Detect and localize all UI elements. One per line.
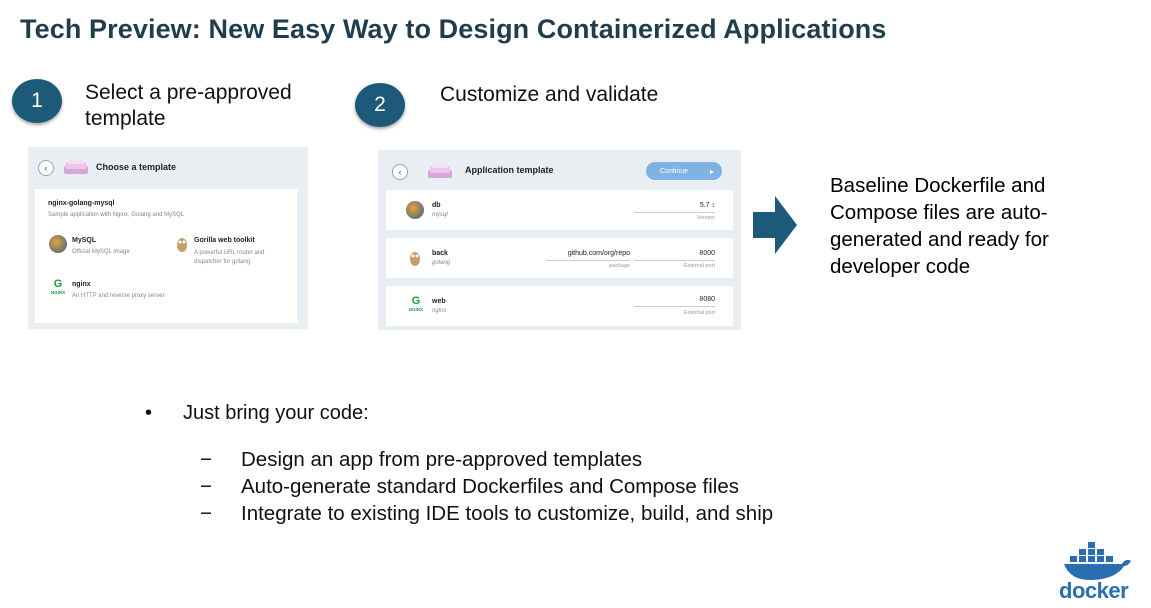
sub-bullet-text: Design an app from pre-approved template… [241, 448, 643, 471]
back-button[interactable]: ‹ [392, 164, 408, 180]
bullet-symbol: • [145, 402, 153, 424]
continue-button[interactable]: Continue ▸ [646, 162, 722, 180]
component-mysql-name: MySQL [72, 237, 97, 244]
app-template-screenshot: ‹ Application template Continue ▸ db mys… [378, 150, 741, 330]
nginx-icon: G NGiNX [48, 279, 68, 297]
chevron-right-icon: ▸ [709, 166, 714, 176]
template-desc: Sample application with Nginx, Golang an… [48, 212, 185, 218]
step-1-badge: 1 [12, 79, 62, 123]
slide-title: Tech Preview: New Easy Way to Design Con… [20, 14, 887, 44]
service-type: golang [432, 260, 451, 266]
service-type: nginx [432, 308, 447, 314]
template-chooser-title: Choose a template [96, 162, 177, 172]
package-caption: package [609, 263, 630, 269]
chevron-left-icon: ‹ [44, 163, 48, 173]
service-name: web [432, 298, 446, 305]
template-name: nginx-golang-mysql [48, 200, 115, 207]
template-chooser-screenshot: ‹ Choose a template nginx-golang-mysql S… [28, 147, 308, 329]
version-select[interactable]: 5.7 ↕ [699, 202, 715, 209]
version-underline [634, 212, 715, 213]
service-name: db [432, 202, 441, 209]
chevron-left-icon: ‹ [398, 167, 402, 177]
step-1-number: 1 [31, 89, 43, 112]
nginx-badge-text: NGiNX [408, 307, 424, 312]
port-field[interactable]: 8000 [699, 250, 715, 257]
sub-bullet-item: − Integrate to existing IDE tools to cust… [200, 500, 773, 527]
gopher-icon [177, 238, 187, 252]
bullet-main: • Just bring your code: [145, 402, 369, 425]
dash-symbol: − [200, 502, 212, 525]
port-underline [634, 260, 715, 261]
component-nginx-name: nginx [72, 281, 91, 288]
template-card[interactable]: nginx-golang-mysql Sample application wi… [35, 189, 297, 323]
port-caption: External port [683, 310, 715, 316]
mysql-icon [49, 235, 67, 253]
app-template-header: ‹ Application template Continue ▸ [378, 150, 741, 190]
nginx-badge-text: NGiNX [50, 290, 66, 295]
nginx-icon: G NGiNX [406, 296, 426, 314]
port-field[interactable]: 8080 [699, 296, 715, 303]
sub-bullet-item: − Design an app from pre-approved templat… [200, 446, 773, 473]
service-row-back[interactable]: back golang github.com/org/repo package … [386, 238, 733, 278]
baseline-description: Baseline Dockerfile and Compose files ar… [830, 174, 1049, 278]
bullet-main-text: Just bring your code: [183, 402, 369, 424]
package-field[interactable]: github.com/org/repo [567, 250, 630, 257]
version-caption: Version [696, 215, 715, 221]
docker-whale-icon [1064, 542, 1131, 580]
docker-logo-text: docker [1059, 578, 1129, 603]
step-1-label: Select a pre-approved template [85, 81, 292, 130]
mysql-icon [406, 201, 424, 219]
component-gorilla-name: Gorilla web toolkit [194, 237, 255, 244]
step-2-number: 2 [374, 93, 386, 116]
sub-bullet-list: − Design an app from pre-approved templat… [200, 446, 773, 527]
step-2-label: Customize and validate [440, 83, 659, 106]
template-chooser-header: ‹ Choose a template [28, 147, 308, 187]
dash-symbol: − [200, 448, 212, 471]
sub-bullet-text: Auto-generate standard Dockerfiles and C… [241, 475, 739, 498]
component-nginx-desc: An HTTP and reverse proxy server [72, 293, 165, 299]
continue-label: Continue [660, 167, 689, 175]
template-stack-icon [64, 159, 88, 174]
service-row-web[interactable]: G NGiNX web nginx 8080 External port [386, 286, 733, 326]
port-underline [634, 306, 715, 307]
dash-symbol: − [200, 475, 212, 498]
service-name: back [432, 250, 448, 257]
package-underline [546, 260, 630, 261]
service-row-db[interactable]: db mysql 5.7 ↕ Version [386, 190, 733, 230]
component-gorilla-desc: A powerful URL router and dispatcher for… [194, 250, 265, 265]
template-stack-icon [428, 163, 452, 178]
sub-bullet-item: − Auto-generate standard Dockerfiles and … [200, 473, 773, 500]
arrow-right-icon [753, 196, 797, 254]
gopher-icon [410, 252, 420, 266]
sub-bullet-text: Integrate to existing IDE tools to custo… [241, 502, 774, 525]
app-template-title: Application template [465, 165, 554, 175]
back-button[interactable]: ‹ [38, 160, 54, 176]
step-2-badge: 2 [355, 83, 405, 127]
port-caption: External port [683, 263, 715, 269]
component-mysql-desc: Official MySQL image [72, 249, 130, 255]
service-type: mysql [432, 212, 448, 218]
